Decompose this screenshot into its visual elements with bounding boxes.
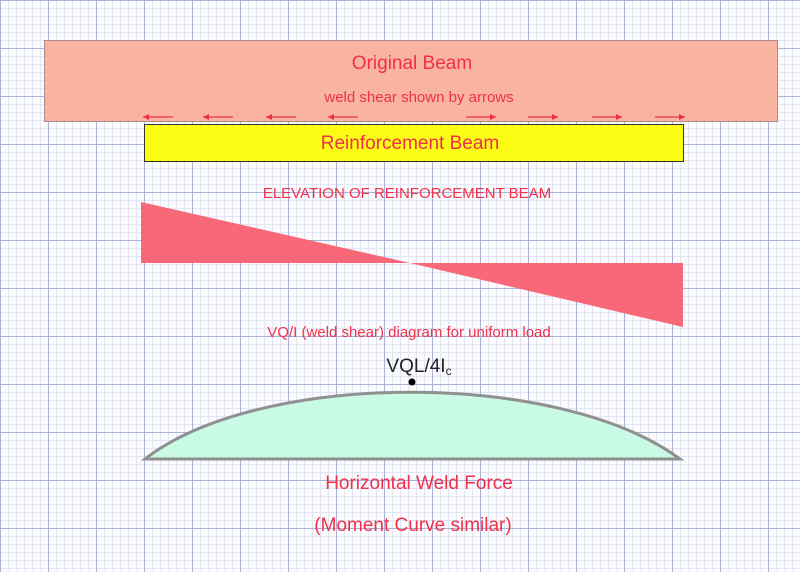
peak-label: VQL/4Ic xyxy=(386,356,451,378)
weld-force-curve xyxy=(140,390,685,461)
moment-note: (Moment Curve similar) xyxy=(314,515,512,536)
arrow-left-4-head xyxy=(328,114,334,120)
weld-shear-note: weld shear shown by arrows xyxy=(324,89,514,106)
shear-diagram-caption: VQ/I (weld shear) diagram for uniform lo… xyxy=(267,324,551,341)
reinforcement-beam-label: Reinforcement Beam xyxy=(320,133,500,154)
arrow-right-1-head xyxy=(490,114,496,120)
peak-label-main: VQL/4I xyxy=(386,356,446,377)
original-beam-label: Original Beam xyxy=(351,53,473,74)
weld-force-title: Horizontal Weld Force xyxy=(325,473,513,494)
arrow-left-2-head xyxy=(203,114,209,120)
arrow-right-2-head xyxy=(552,114,558,120)
elevation-title: ELEVATION OF REINFORCEMENT BEAM xyxy=(262,185,552,202)
peak-label-subscript: c xyxy=(445,364,452,378)
peak-point xyxy=(408,378,416,386)
arrow-right-3-head xyxy=(616,114,622,120)
reinforcement-beam xyxy=(144,124,684,162)
shear-diagram-upper xyxy=(141,202,410,263)
arrow-left-1-head xyxy=(143,114,149,120)
arrow-right-4-head xyxy=(679,114,685,120)
original-beam xyxy=(44,40,778,122)
arrow-left-3-head xyxy=(266,114,272,120)
shear-diagram-lower xyxy=(410,263,683,327)
weld-shear-arrows xyxy=(143,114,685,120)
